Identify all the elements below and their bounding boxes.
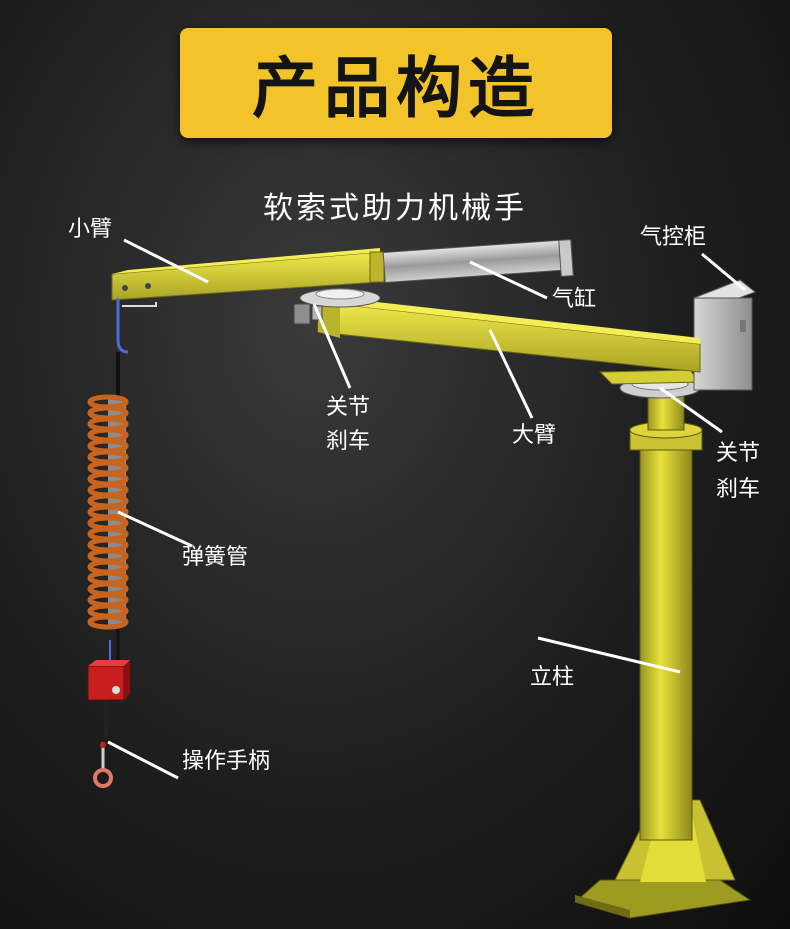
label-column: 立柱 <box>530 665 575 690</box>
label-joint-brake-1-line2: 刹车 <box>326 429 371 454</box>
leader-spring-hose <box>117 510 193 548</box>
cylinder-part <box>382 238 574 284</box>
leader-air-cabinet <box>701 252 746 292</box>
leader-big-arm <box>488 329 534 419</box>
big-arm-part <box>317 298 701 373</box>
joint-brake-1-part <box>293 288 381 325</box>
air-cabinet-part <box>692 279 757 391</box>
leader-column <box>537 636 681 674</box>
hose-part <box>104 298 157 740</box>
page-title: 产品构造 <box>252 50 540 127</box>
label-air-cabinet: 气控柜 <box>640 225 707 250</box>
label-joint-brake-2-line1: 关节 <box>716 441 761 466</box>
label-spring-hose: 弹簧管 <box>182 545 249 570</box>
label-big-arm: 大臂 <box>512 423 557 448</box>
spring-hose-part <box>87 394 129 630</box>
leader-handle <box>107 740 179 780</box>
handle-part <box>87 660 130 788</box>
label-small-arm: 小臂 <box>68 217 113 242</box>
subtitle: 软索式助力机械手 <box>263 191 527 226</box>
column-pole <box>629 394 703 841</box>
label-handle: 操作手柄 <box>182 749 271 774</box>
title-banner: 产品构造 <box>180 28 612 138</box>
leader-small-arm <box>123 238 209 284</box>
leader-joint-brake-1 <box>312 303 352 389</box>
leader-joint-brake-2 <box>659 386 723 434</box>
label-joint-brake-2-line2: 刹车 <box>716 477 761 502</box>
leader-cylinder <box>469 260 548 300</box>
label-joint-brake-1-line1: 关节 <box>326 395 371 420</box>
label-cylinder: 气缸 <box>552 287 597 312</box>
joint-brake-2-part <box>598 369 702 399</box>
